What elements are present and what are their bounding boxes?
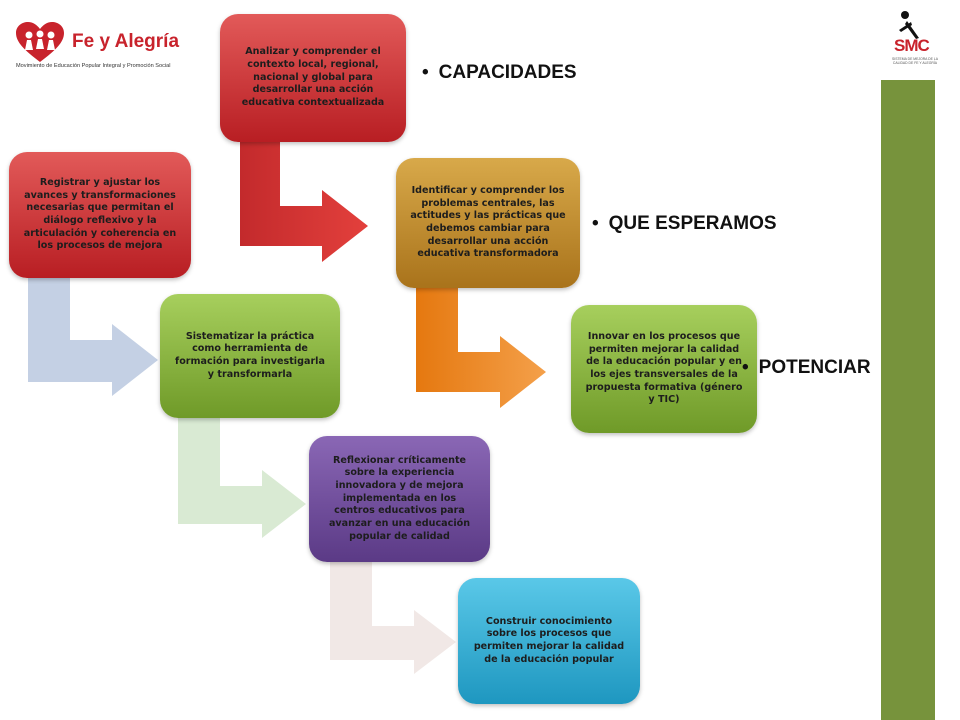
label-potenciar-text: POTENCIAR: [758, 357, 871, 378]
children-heart-logo-icon: [16, 22, 64, 62]
box-identificar-text: Identificar y comprender los problemas c…: [410, 185, 566, 260]
label-capacidades-text: CAPACIDADES: [438, 62, 577, 83]
person-figure-logo-icon: [899, 11, 919, 39]
box-reflexionar: Reflexionar críticamente sobre la experi…: [309, 436, 490, 562]
box-construir: Construir conocimiento sobre los proceso…: [458, 578, 640, 704]
box-reflexionar-text: Reflexionar críticamente sobre la experi…: [328, 454, 471, 542]
box-registrar: Registrar y ajustar los avances y transf…: [9, 152, 191, 278]
fya-title: Fe y Alegría: [72, 31, 180, 52]
box-analizar: Analizar y comprender el contexto local,…: [220, 14, 406, 142]
arrow-red: [240, 140, 368, 262]
box-innovar-text: Innovar en los procesos que permiten mej…: [585, 331, 743, 406]
arrow-light-green: [178, 418, 306, 538]
arrow-orange: [416, 286, 546, 408]
smc-subtitle: SISTEMA DE MEJORA DE LA CALIDAD DE FE Y …: [892, 57, 938, 66]
smc-title: SMC: [894, 36, 930, 55]
box-identificar: Identificar y comprender los problemas c…: [396, 158, 580, 288]
box-innovar: Innovar en los procesos que permiten mej…: [571, 305, 757, 433]
label-que-esperamos-text: QUE ESPERAMOS: [608, 213, 777, 234]
smc-logo: SMC SISTEMA DE MEJORA DE LA CALIDAD DE F…: [883, 10, 945, 76]
bullet: •: [742, 357, 749, 378]
arrow-blue: [28, 276, 158, 396]
label-potenciar: • POTENCIAR: [742, 357, 871, 379]
box-analizar-text: Analizar y comprender el contexto local,…: [241, 46, 385, 108]
bullet: •: [422, 62, 429, 83]
label-que-esperamos: • QUE ESPERAMOS: [592, 213, 777, 235]
arrow-pale-pink: [330, 560, 456, 674]
label-capacidades: • CAPACIDADES: [422, 62, 577, 84]
box-construir-text: Construir conocimiento sobre los proceso…: [473, 615, 625, 665]
box-sistematizar: Sistematizar la práctica como herramient…: [160, 294, 340, 418]
green-sidebar: [881, 80, 935, 720]
fya-subtitle: Movimiento de Educación Popular Integral…: [16, 63, 171, 69]
box-registrar-text: Registrar y ajustar los avances y transf…: [23, 177, 177, 252]
box-sistematizar-text: Sistematizar la práctica como herramient…: [175, 330, 325, 380]
bullet: •: [592, 213, 599, 234]
fe-y-alegria-logo: Fe y Alegría Movimiento de Educación Pop…: [14, 22, 179, 72]
